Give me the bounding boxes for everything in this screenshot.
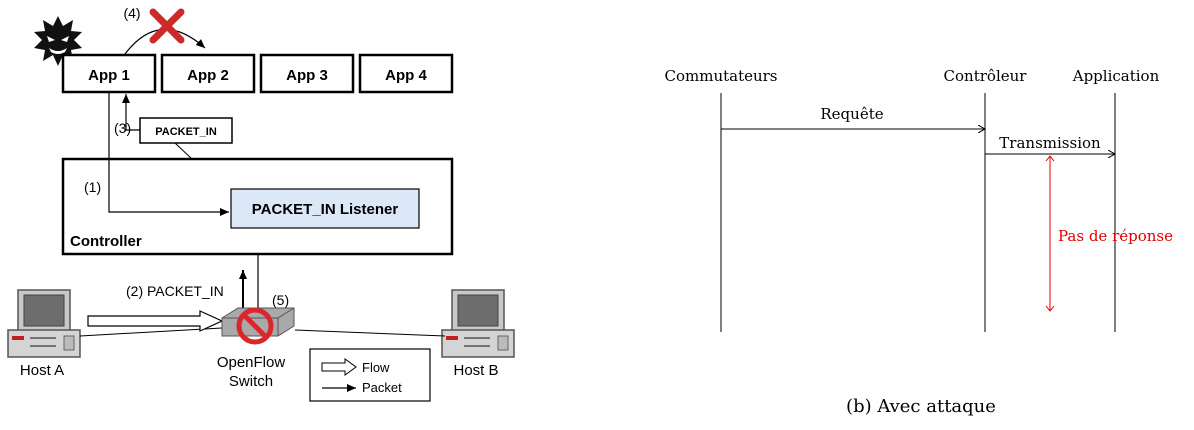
- message-request-label: Requête: [820, 105, 883, 123]
- flow-arrow: [87, 310, 224, 332]
- figure-caption: (b) Avec attaque: [846, 396, 996, 417]
- host-a-label: Host A: [20, 362, 64, 379]
- host-b-label: Host B: [453, 362, 498, 379]
- host-b-computer-icon: [441, 289, 515, 358]
- app1-box: [61, 53, 157, 94]
- app1-label: App 1: [88, 67, 130, 84]
- app3-box: [259, 53, 355, 94]
- switch-label-line2: Switch: [229, 373, 273, 390]
- app4-label: App 4: [385, 67, 427, 84]
- legend-flow-label: Flow: [362, 360, 390, 375]
- blocked-x-icon: [149, 8, 185, 44]
- app2-box: [160, 53, 256, 94]
- step1-label: (1): [84, 179, 101, 195]
- legend-flow-icon: [321, 358, 357, 376]
- no-response-bottom-tick: [1045, 305, 1055, 312]
- listener-label: PACKET_IN Listener: [252, 201, 399, 218]
- step3-arrow: [122, 94, 140, 131]
- lifeline-switches-label: Commutateurs: [664, 67, 777, 85]
- host-a-computer-icon: [7, 289, 81, 358]
- packet-in-box-label: PACKET_IN: [155, 126, 217, 138]
- step3-label: (3): [114, 120, 131, 136]
- attacker-icon: [34, 16, 82, 66]
- link-switch-hostb: [294, 329, 446, 337]
- packet-in-connector: [174, 142, 193, 160]
- step4-arrow: [124, 28, 206, 55]
- no-response-label: Pas de réponse: [1058, 227, 1173, 245]
- step5-label: (5): [272, 292, 289, 308]
- no-response-top-tick: [1045, 155, 1055, 162]
- step4-label: (4): [123, 5, 140, 21]
- link-hosta-switch: [79, 327, 223, 337]
- legend-box: [309, 348, 431, 402]
- legend-packet-label: Packet: [362, 380, 402, 395]
- switch-label-line1: OpenFlow: [217, 354, 286, 371]
- packet-in-box: [139, 117, 233, 144]
- app2-label: App 2: [187, 67, 229, 84]
- step2-label: (2) PACKET_IN: [126, 283, 224, 299]
- step1-arrow: [108, 92, 229, 216]
- controller-label: Controller: [70, 233, 142, 250]
- lifeline-application-label: Application: [1072, 67, 1160, 85]
- lifeline-controller-label: Contrôleur: [944, 67, 1028, 85]
- app3-label: App 3: [286, 67, 328, 84]
- forbidden-icon: [236, 307, 274, 345]
- listener-box: [230, 188, 420, 229]
- message-transmission-label: Transmission: [999, 134, 1101, 152]
- app4-box: [358, 53, 454, 94]
